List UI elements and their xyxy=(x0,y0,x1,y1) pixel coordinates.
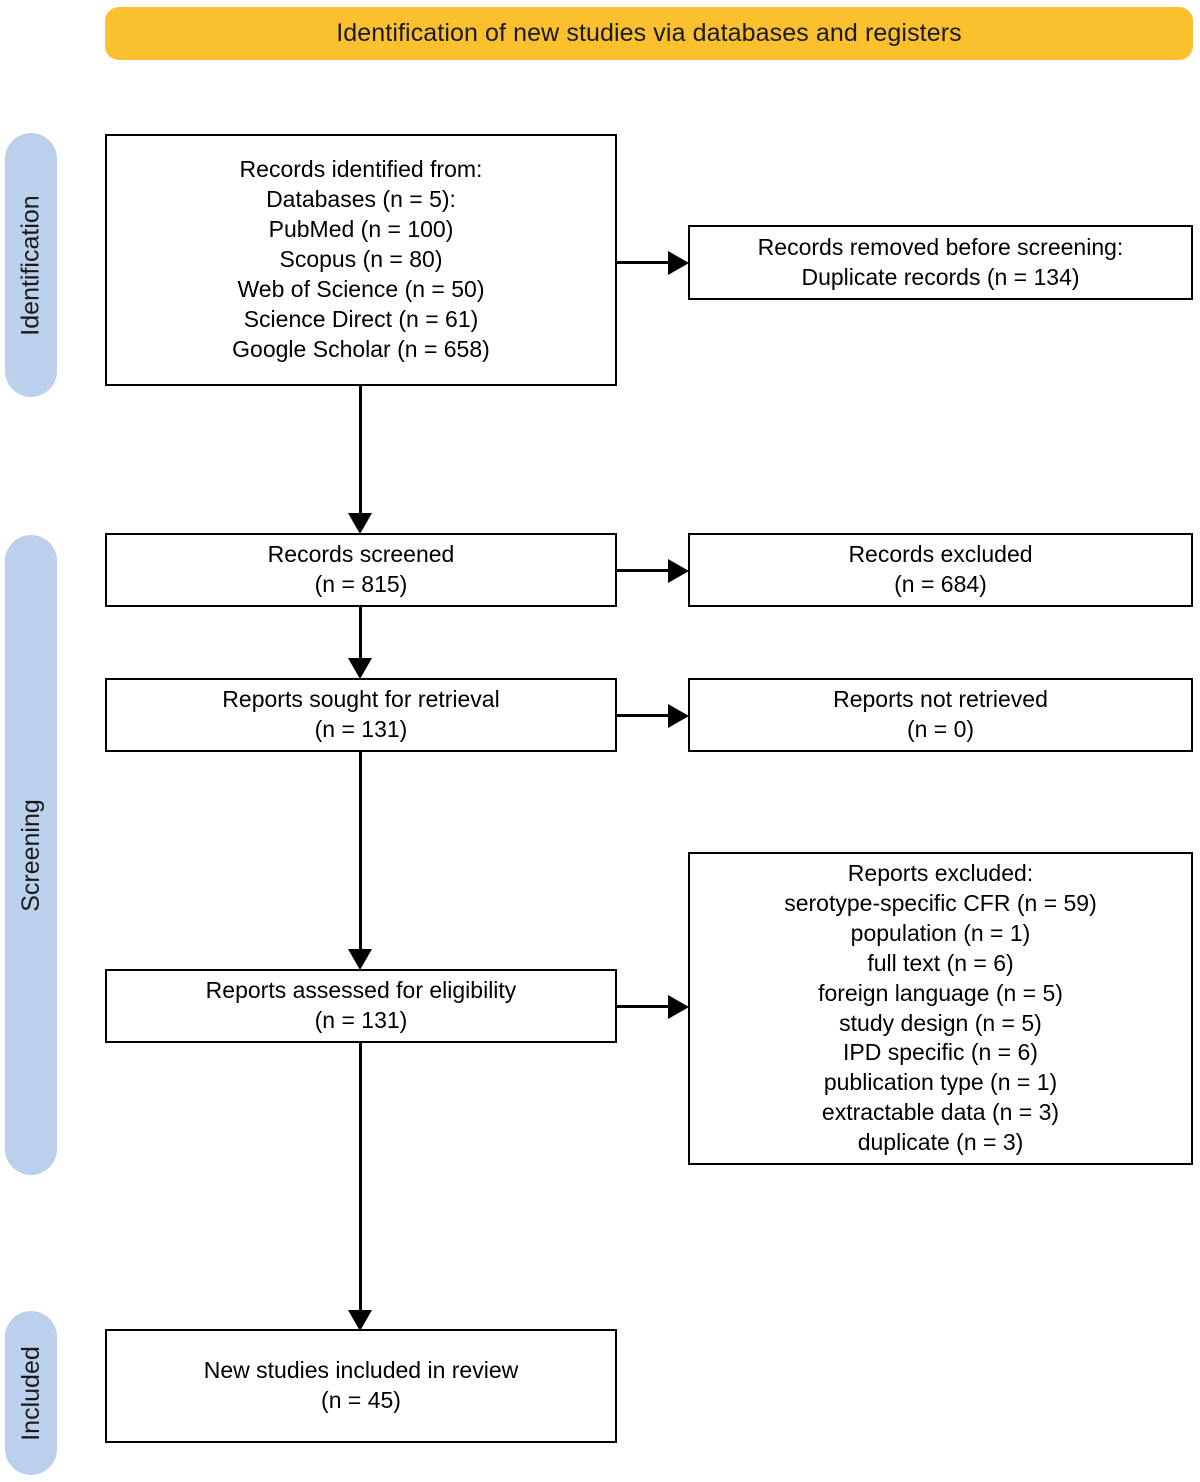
header-banner: Identification of new studies via databa… xyxy=(105,7,1193,60)
phase-tab-identification: Identification xyxy=(5,133,57,397)
box-line: Records identified from: xyxy=(239,156,483,183)
arrow-right-icon xyxy=(668,559,689,583)
header-title: Identification of new studies via databa… xyxy=(336,18,962,47)
box-records-excluded: Records excluded (n = 684) xyxy=(688,533,1193,607)
box-line: (n = 0) xyxy=(906,716,975,742)
arrow-right-icon xyxy=(668,704,689,728)
connector-screened-to-sought xyxy=(359,607,362,664)
box-line: Web of Science (n = 50) xyxy=(237,275,485,302)
box-new-studies-included: New studies included in review (n = 45) xyxy=(105,1329,617,1443)
phase-tab-included-label: Included xyxy=(16,1345,45,1441)
box-line: full text (n = 6) xyxy=(867,949,1014,976)
box-line: Records removed before screening: xyxy=(757,233,1124,260)
arrow-right-icon xyxy=(668,251,689,275)
phase-tab-screening-label: Screening xyxy=(16,798,45,912)
box-line: foreign language (n = 5) xyxy=(818,979,1063,1006)
box-line: Databases (n = 5): xyxy=(266,186,456,213)
arrow-down-icon xyxy=(348,513,372,534)
box-records-removed: Records removed before screening: Duplic… xyxy=(688,225,1193,300)
box-line: Reports excluded: xyxy=(847,860,1034,887)
box-line: New studies included in review xyxy=(203,1357,519,1384)
box-line: Scopus (n = 80) xyxy=(279,246,443,273)
connector-identified-to-removed xyxy=(617,261,670,264)
connector-assessed-to-included xyxy=(359,1043,362,1315)
connector-screened-to-excluded xyxy=(617,569,670,572)
arrow-down-icon xyxy=(348,949,372,970)
connector-sought-to-not-retrieved xyxy=(617,714,670,717)
connector-assessed-to-reports-excluded xyxy=(617,1005,670,1008)
box-line: Reports sought for retrieval xyxy=(222,686,500,713)
phase-tab-identification-label: Identification xyxy=(16,194,45,336)
box-line: (n = 131) xyxy=(314,716,408,742)
box-line: publication type (n = 1) xyxy=(823,1069,1058,1096)
box-line: Duplicate records (n = 134) xyxy=(801,263,1080,290)
arrow-right-icon xyxy=(668,995,689,1019)
box-line: (n = 684) xyxy=(894,571,987,597)
box-line: Science Direct (n = 61) xyxy=(243,305,479,332)
box-line: Records screened xyxy=(267,541,455,568)
arrow-down-icon xyxy=(348,1310,372,1331)
box-reports-not-retrieved: Reports not retrieved (n = 0) xyxy=(688,678,1193,752)
box-line: (n = 131) xyxy=(314,1007,408,1033)
box-line: Google Scholar (n = 658) xyxy=(232,335,490,362)
box-line: IPD specific (n = 6) xyxy=(843,1039,1038,1066)
box-records-screened: Records screened (n = 815) xyxy=(105,533,617,607)
box-line: PubMed (n = 100) xyxy=(268,216,454,243)
connector-sought-to-assessed xyxy=(359,752,362,954)
phase-tab-screening: Screening xyxy=(5,535,57,1175)
box-line: duplicate (n = 3) xyxy=(857,1129,1024,1156)
box-line: (n = 45) xyxy=(321,1387,401,1413)
box-line: study design (n = 5) xyxy=(839,1009,1042,1036)
box-line: serotype-specific CFR (n = 59) xyxy=(784,889,1097,916)
box-reports-excluded-reasons: Reports excluded: serotype-specific CFR … xyxy=(688,852,1193,1165)
phase-tab-included: Included xyxy=(5,1311,57,1475)
box-reports-sought: Reports sought for retrieval (n = 131) xyxy=(105,678,617,752)
box-line: population (n = 1) xyxy=(850,919,1031,946)
box-line: (n = 815) xyxy=(314,571,408,597)
box-line: Reports not retrieved xyxy=(833,686,1048,713)
box-reports-assessed: Reports assessed for eligibility (n = 13… xyxy=(105,969,617,1043)
arrow-down-icon xyxy=(348,658,372,679)
box-line: Reports assessed for eligibility xyxy=(205,977,517,1004)
box-records-identified: Records identified from: Databases (n = … xyxy=(105,134,617,386)
box-line: Records excluded xyxy=(848,541,1033,568)
box-line: extractable data (n = 3) xyxy=(821,1099,1060,1126)
connector-identified-to-screened xyxy=(359,386,362,518)
